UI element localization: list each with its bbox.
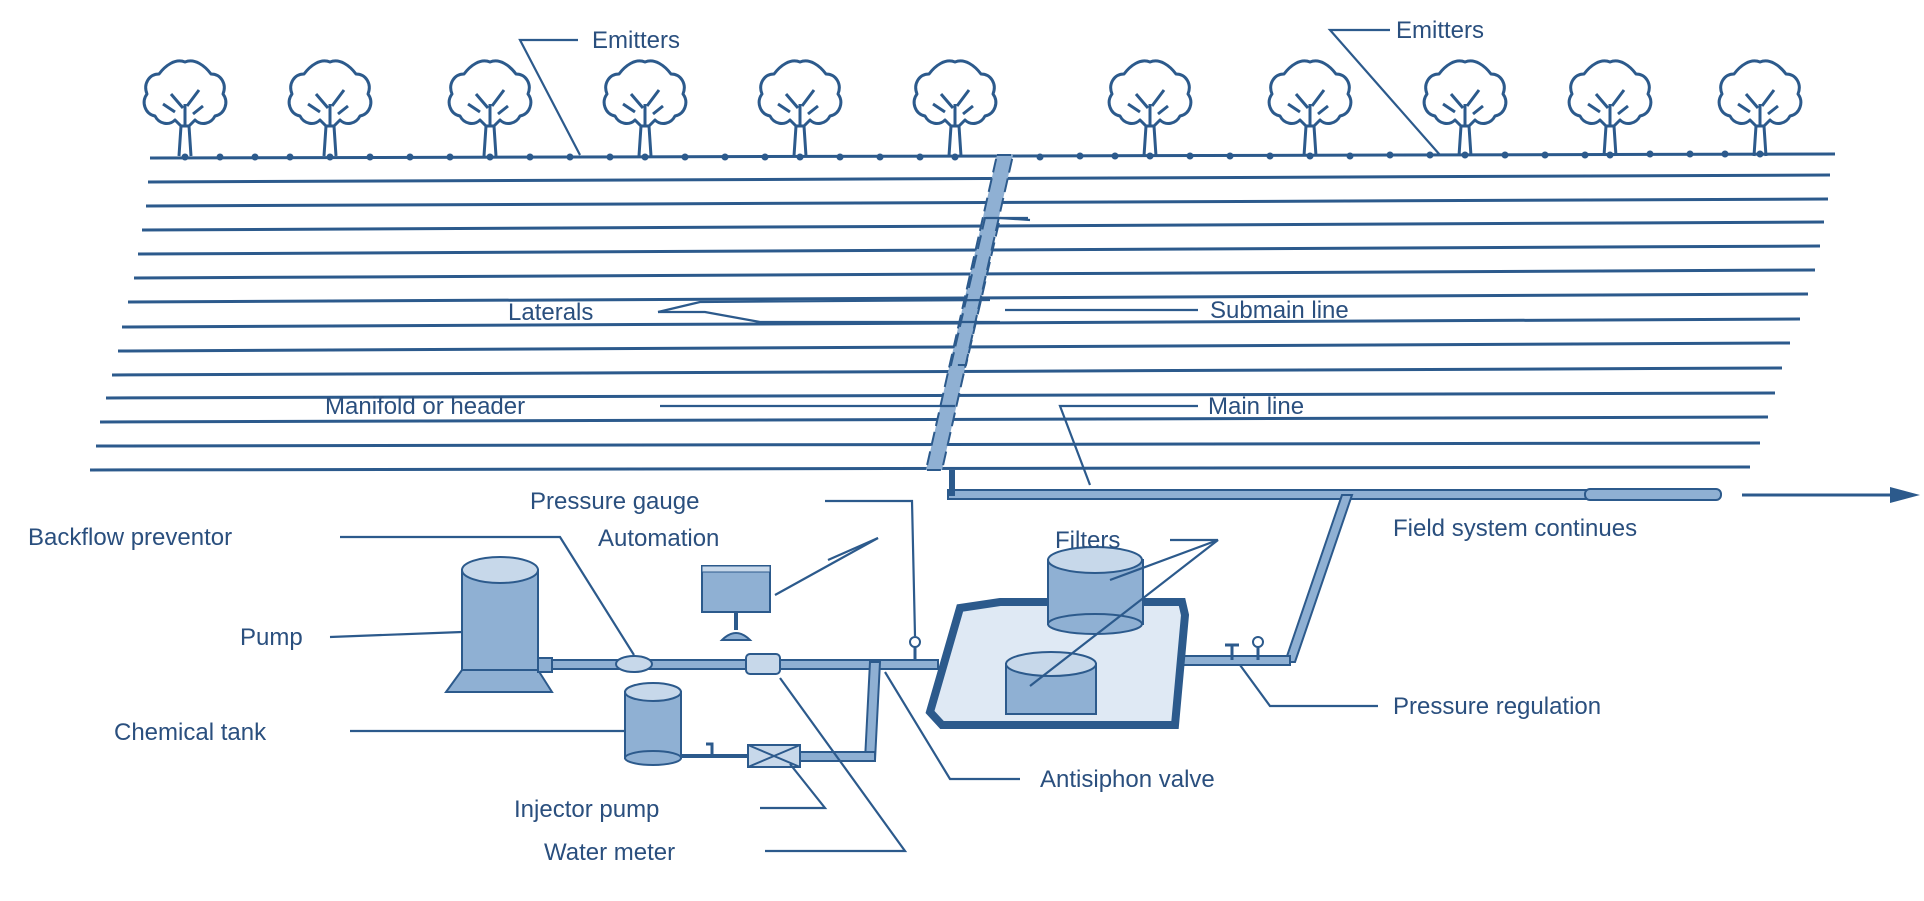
submain-line-label: Submain line <box>1210 297 1349 324</box>
filters-label: Filters <box>1055 527 1120 554</box>
filter-unit <box>925 546 1190 729</box>
backflow-valve-icon <box>615 655 653 673</box>
pressure-gauge-label: Pressure gauge <box>530 488 699 515</box>
chemical-tank-label: Chemical tank <box>114 719 267 746</box>
backflow-preventor-label: Backflow preventor <box>28 524 232 551</box>
field-system-continues-label: Field system continues <box>1393 515 1637 542</box>
tree-icon <box>1267 59 1353 158</box>
tree-icon <box>142 59 228 158</box>
automation-label: Automation <box>598 525 719 552</box>
chemical-tank-icon <box>624 682 682 766</box>
automation-controller-icon <box>701 565 771 641</box>
water-meter-label: Water meter <box>544 839 675 866</box>
laterals-label: Laterals <box>508 299 593 326</box>
filter-icon <box>1047 546 1144 635</box>
tree-icon <box>1717 59 1803 158</box>
pressure-regulator-icon <box>1225 636 1264 660</box>
injector-pump-label: Injector pump <box>514 796 659 823</box>
manifold-label: Manifold or header <box>325 393 525 420</box>
tree-icon <box>757 59 843 158</box>
main-line-label: Main line <box>1208 393 1304 420</box>
tree-row <box>142 59 1803 158</box>
pump-icon <box>444 556 554 693</box>
pressure-regulation-label: Pressure regulation <box>1393 693 1601 720</box>
continuation-arrow <box>1742 487 1920 503</box>
leader-lines <box>329 28 1441 853</box>
injector-pump-icon <box>747 744 801 768</box>
tree-icon <box>1422 59 1508 158</box>
submain-pipe <box>924 154 1031 471</box>
tree-icon <box>1567 59 1653 158</box>
tree-icon <box>287 59 373 158</box>
emitters-label-right: Emitters <box>1396 17 1484 44</box>
pressure-gauge-icon <box>909 636 921 660</box>
filter-icon <box>1005 651 1097 715</box>
tree-icon <box>447 59 533 158</box>
supply-pipe <box>547 653 939 768</box>
labels: Emitters Emitters Laterals Submain line … <box>28 17 1637 866</box>
tree-icon <box>912 59 998 158</box>
emitter-dots <box>181 150 1764 161</box>
tree-icon <box>1107 59 1193 158</box>
pump-label: Pump <box>240 624 303 651</box>
water-meter-icon <box>745 653 781 675</box>
emitters-label-left: Emitters <box>592 27 680 54</box>
main-line-pipe <box>947 470 1722 666</box>
tree-icon <box>602 59 688 158</box>
antisiphon-valve-label: Antisiphon valve <box>1040 766 1215 793</box>
